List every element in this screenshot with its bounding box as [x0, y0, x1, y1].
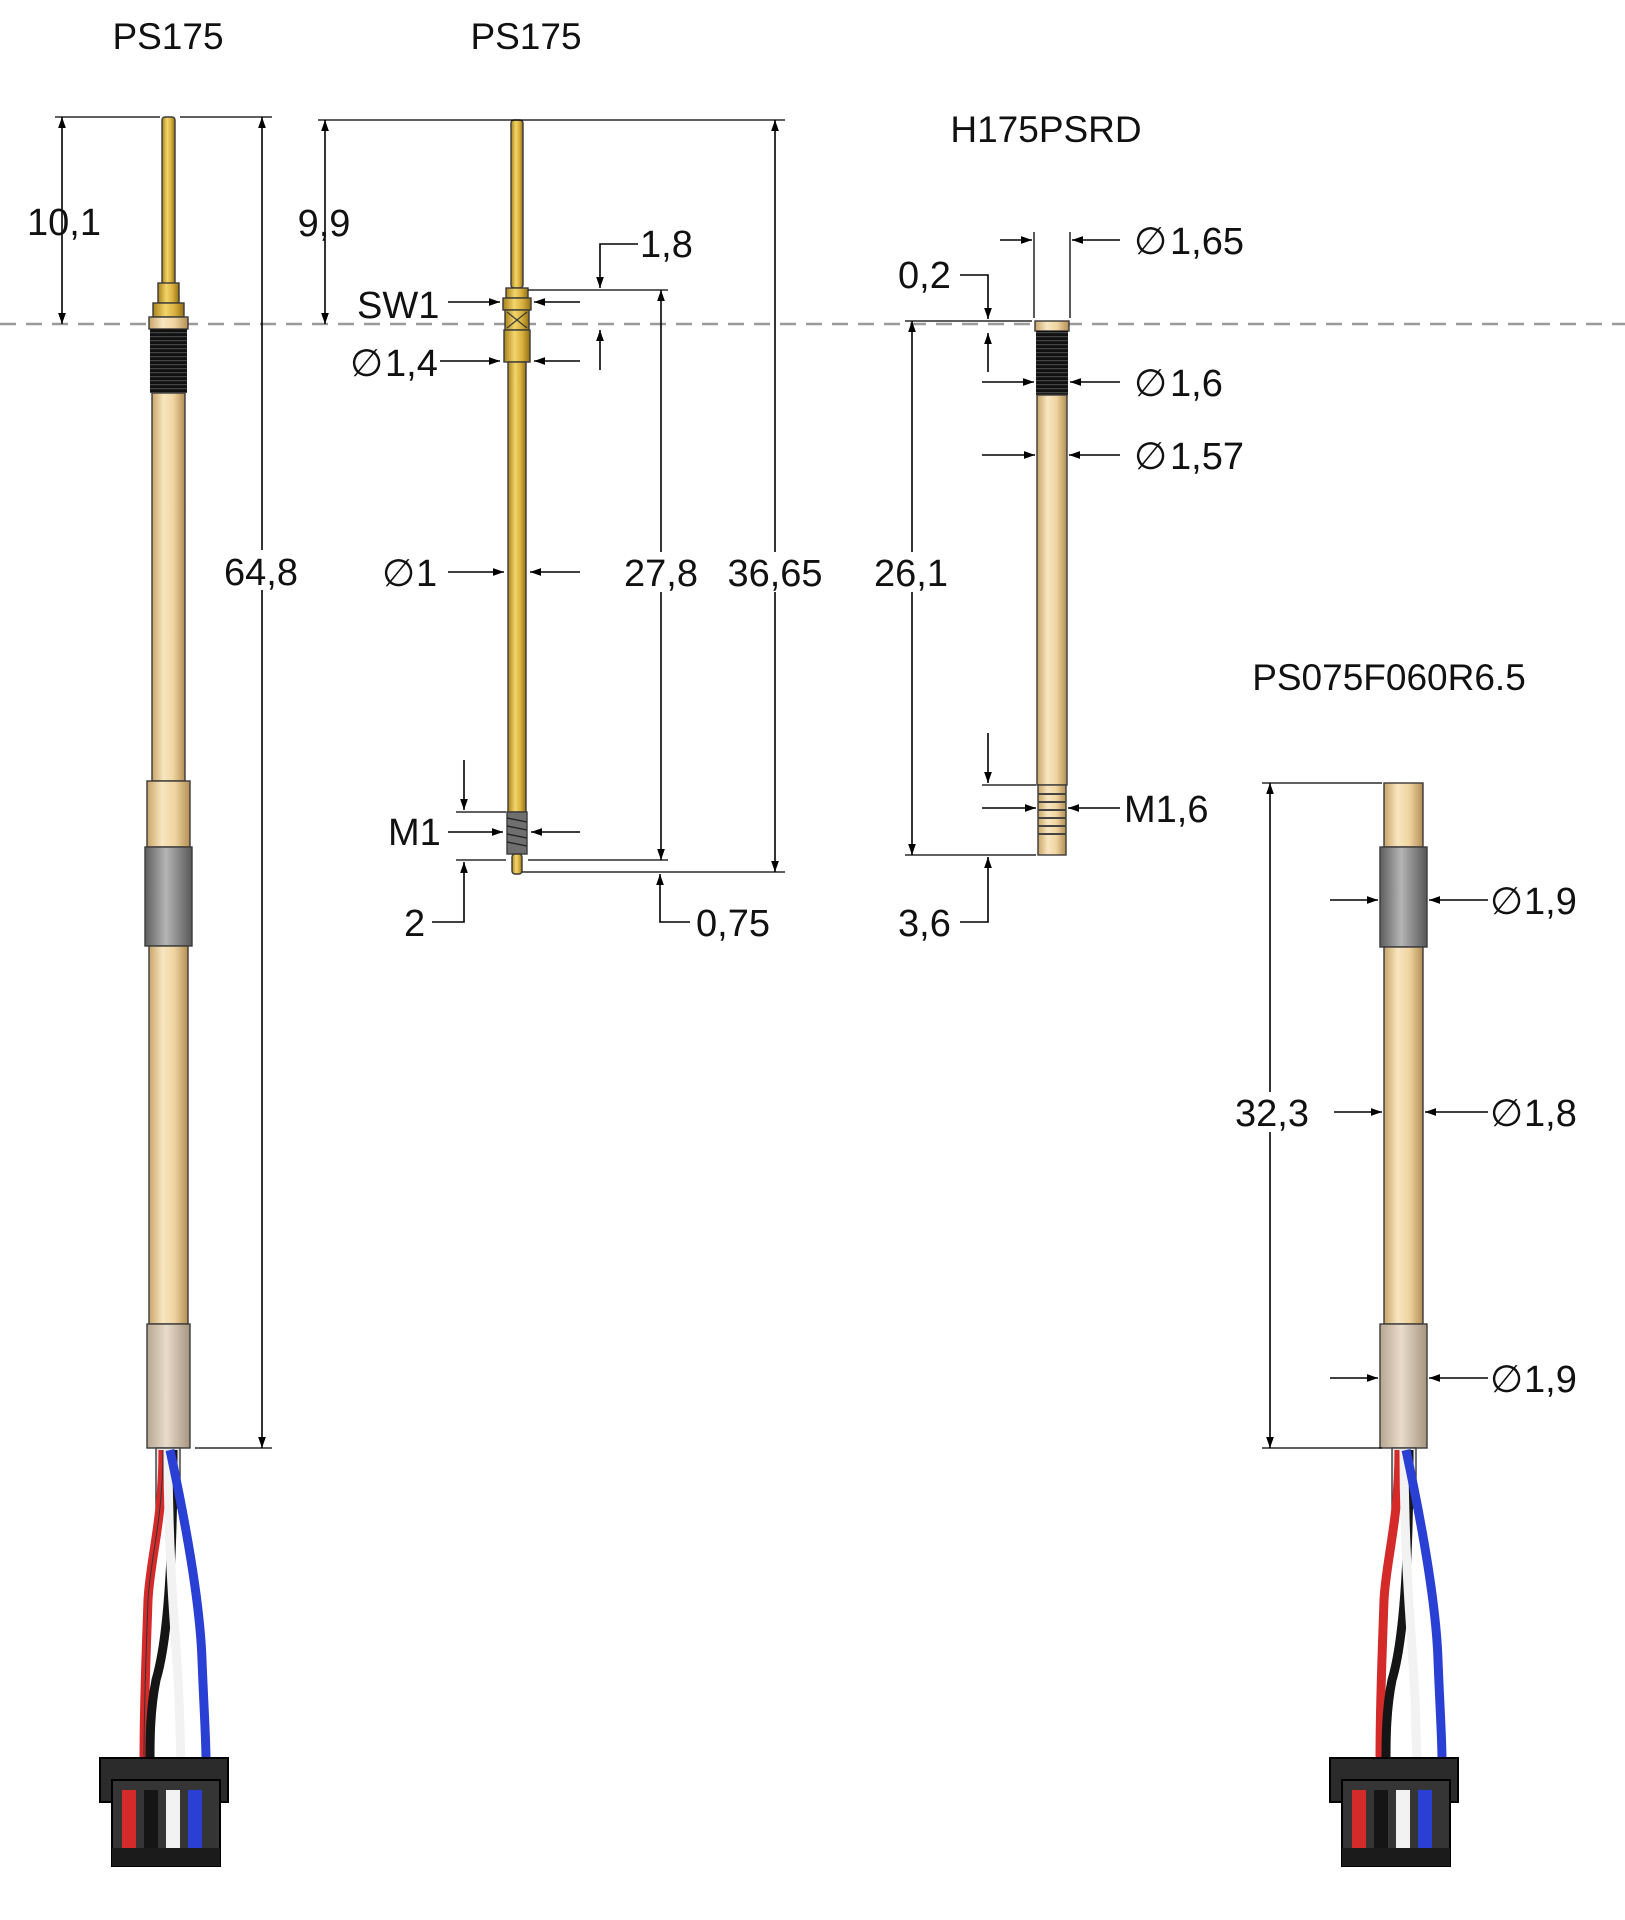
dim-plunger-diameter-shaft-symbol: ∅: [382, 553, 415, 595]
dim-plunger-tip-offset: 0,75: [696, 903, 770, 945]
title-adapter: PS075F060R6.5: [1252, 657, 1526, 698]
dim-plunger-total-length: 36,65: [727, 553, 822, 595]
dim-rec-diameter-body-symbol: ∅: [1134, 436, 1167, 478]
connector-housing-right: [1329, 1757, 1459, 1867]
dim-plunger-barrel-length: 27,8: [624, 553, 698, 595]
dim-adapter-diameter-bottom: 1,9: [1524, 1359, 1577, 1401]
dims-probe-full: [55, 116, 272, 1449]
dim-rec-thread: M1,6: [1124, 789, 1208, 831]
dim-plunger-diameter-shaft: 1: [416, 553, 437, 595]
dim-plunger-wrench: SW1: [357, 285, 439, 327]
title-receptacle: H175PSRD: [950, 109, 1141, 150]
dim-adapter-diameter-body-symbol: ∅: [1490, 1093, 1523, 1135]
probe-full-assembly: [99, 116, 229, 1867]
dim-rec-collar-height: 0,2: [898, 255, 951, 297]
adapter-ps075f060r65: [1329, 782, 1459, 1867]
dim-plunger-diameter-top-symbol: ∅: [350, 343, 383, 385]
title-probe-full: PS175: [112, 16, 223, 57]
dim-rec-diameter-black: 1,6: [1170, 363, 1223, 405]
dim-adapter-diameter-top-symbol: ∅: [1490, 881, 1523, 923]
dims-probe-plunger: [318, 119, 785, 923]
dim-plunger-collar: 1,8: [640, 224, 693, 266]
dim-full-tip-length: 10,1: [27, 202, 101, 244]
dim-plunger-tip-length: 9,9: [298, 203, 351, 245]
dim-rec-thread-length: 3,6: [898, 903, 951, 945]
probe-plunger: [502, 119, 532, 875]
title-probe-plunger: PS175: [470, 16, 581, 57]
receptacle-h175psrd: [1034, 320, 1070, 856]
dim-rec-diameter-body: 1,57: [1170, 436, 1244, 478]
dim-full-total-length: 64,8: [224, 552, 298, 594]
dim-plunger-thread-length: 2: [404, 903, 425, 945]
dim-adapter-length: 32,3: [1235, 1093, 1309, 1135]
dim-plunger-diameter-top: 1,4: [385, 343, 438, 385]
connector-housing-left: [99, 1757, 229, 1867]
dim-adapter-diameter-body: 1,8: [1524, 1093, 1577, 1135]
dim-rec-diameter-collar-symbol: ∅: [1134, 221, 1167, 263]
dim-plunger-thread: M1: [388, 812, 441, 854]
dim-rec-length: 26,1: [874, 553, 948, 595]
dim-rec-diameter-collar: 1,65: [1170, 221, 1244, 263]
dim-adapter-diameter-top: 1,9: [1524, 881, 1577, 923]
dim-adapter-diameter-bottom-symbol: ∅: [1490, 1359, 1523, 1401]
dim-rec-diameter-black-symbol: ∅: [1134, 363, 1167, 405]
